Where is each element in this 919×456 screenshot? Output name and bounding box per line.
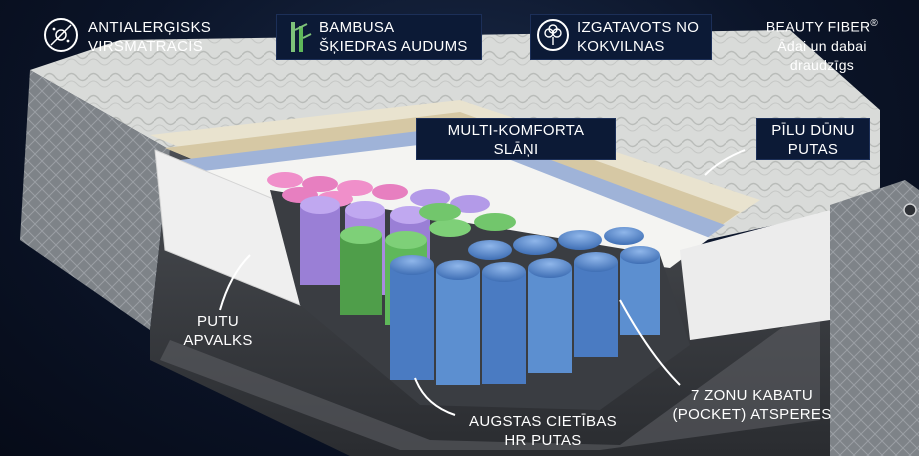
label-bambusa: BAMBUSA ŠĶIEDRAS AUDUMS bbox=[276, 14, 482, 60]
cotton-icon bbox=[537, 19, 569, 51]
label-putu: PUTU APVALKS bbox=[183, 313, 253, 349]
antiallergy-icon bbox=[44, 18, 78, 52]
foam-left-block bbox=[155, 150, 300, 305]
foam-right-block bbox=[680, 210, 830, 340]
pointer-zonu bbox=[619, 299, 681, 386]
mattress-right-side bbox=[830, 180, 919, 456]
label-zonu: 7 ZONU KABATU (POCKET) ATSPERES bbox=[672, 387, 832, 423]
label-pilu: PĪLU DŪNU PUTAS bbox=[756, 118, 870, 160]
pointer-augstas bbox=[414, 377, 456, 416]
label-beauty-fiber: BEAUTY FIBER® Ādai un dabai draudzīgs bbox=[765, 18, 879, 73]
bamboo-icon bbox=[291, 22, 312, 52]
pointer-pilu bbox=[704, 149, 746, 176]
pointer-putu bbox=[219, 254, 251, 311]
label-augstas: AUGSTAS CIETĪBAS HR PUTAS bbox=[469, 413, 617, 449]
label-antialergisks: ANTIALERĢISKS VIRSMATRACIS bbox=[88, 19, 212, 55]
label-izgatavots: IZGATAVOTS NO KOKVILNAS bbox=[530, 14, 712, 60]
springs-pink bbox=[267, 172, 408, 207]
mattress-left-side bbox=[20, 70, 170, 330]
label-multikomforta: MULTI-KOMFORTA SLĀŅI bbox=[416, 118, 616, 160]
springs-blue bbox=[390, 227, 660, 385]
